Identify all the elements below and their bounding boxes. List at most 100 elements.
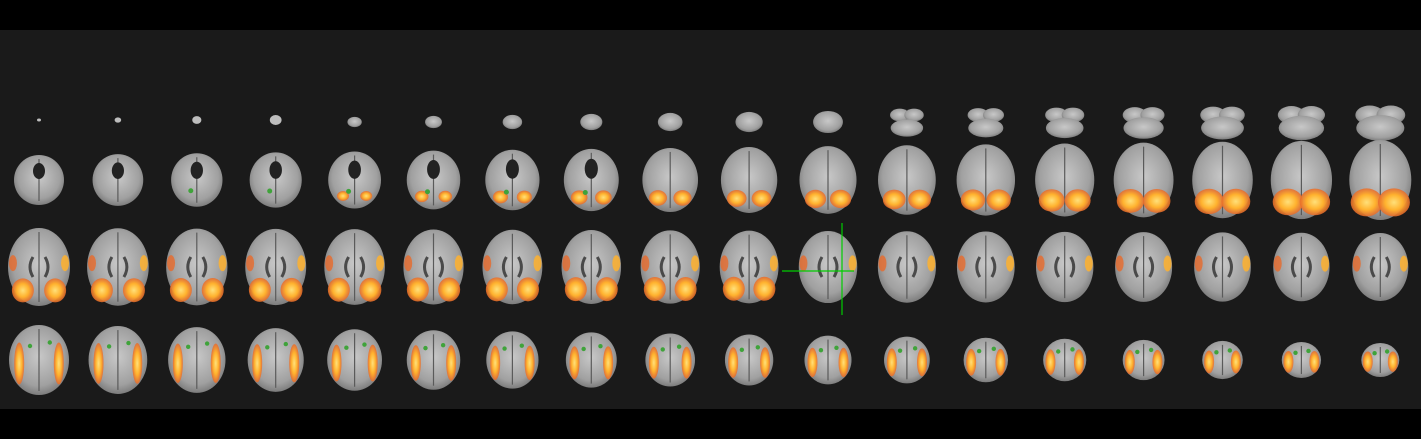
slice-tile[interactable] [245, 228, 307, 306]
activation-blob [1115, 255, 1124, 272]
slice-tile[interactable] [482, 229, 543, 305]
slice-tile[interactable] [1352, 233, 1409, 301]
brain-slice [813, 110, 843, 134]
slice-tile[interactable] [735, 111, 763, 133]
slice-tile[interactable] [406, 330, 461, 390]
slice-tile[interactable] [192, 116, 202, 124]
slice-tile[interactable] [166, 228, 228, 306]
slice-tile[interactable] [878, 145, 936, 215]
slice-tile[interactable] [247, 328, 304, 392]
slice-tile[interactable] [642, 147, 699, 213]
slice-tile[interactable] [561, 230, 622, 304]
slice-tile[interactable] [1035, 143, 1095, 217]
axial-slice-mosaic[interactable] [0, 30, 1421, 409]
slice-tile[interactable] [884, 336, 930, 384]
activation-blob [739, 347, 745, 353]
slice-tile[interactable] [403, 229, 464, 305]
slice-tile[interactable] [799, 146, 857, 214]
slice-tile[interactable] [657, 112, 683, 132]
activation-blob [438, 277, 461, 302]
activation-blob [1227, 348, 1233, 353]
slice-tile[interactable] [37, 118, 41, 122]
slice-tile[interactable] [324, 229, 385, 305]
activation-blob [106, 344, 112, 349]
ventricles [659, 256, 681, 278]
slice-tile[interactable] [640, 230, 700, 304]
slice-tile[interactable] [502, 114, 523, 130]
slice-tile[interactable] [486, 331, 539, 389]
slice-tile[interactable] [798, 230, 858, 304]
crosshair-cursor[interactable] [782, 223, 854, 315]
activation-blob [753, 276, 776, 301]
activation-blob [648, 346, 659, 379]
slice-tile[interactable] [804, 335, 852, 385]
slice-tile[interactable] [8, 228, 70, 306]
activation-blob [957, 255, 966, 272]
activation-blob [336, 190, 349, 201]
activation-blob [438, 190, 453, 203]
slice-tile[interactable] [347, 116, 362, 128]
slice-tile[interactable] [9, 325, 69, 395]
slice-tile[interactable] [406, 150, 461, 210]
slice-tile[interactable] [1043, 338, 1087, 382]
activation-blob [423, 345, 428, 351]
activation-blob [360, 190, 373, 201]
slice-tile[interactable] [1122, 107, 1165, 139]
activation-blob [132, 343, 143, 384]
slice-tile[interactable] [645, 333, 696, 387]
activation-blob [1143, 188, 1171, 213]
slice-tile[interactable] [1200, 106, 1245, 140]
brain-slice [37, 118, 41, 122]
slice-tile[interactable] [720, 147, 778, 213]
slice-tile[interactable] [1192, 141, 1253, 219]
slice-tile[interactable] [1349, 140, 1412, 220]
slice-tile[interactable] [890, 108, 924, 137]
slice-tile[interactable] [963, 337, 1009, 383]
slice-tile[interactable] [1277, 106, 1326, 141]
slice-tile[interactable] [269, 114, 282, 126]
slice-tile[interactable] [956, 231, 1015, 303]
slice-tile[interactable] [719, 230, 779, 304]
slice-tile[interactable] [1113, 142, 1174, 218]
slice-tile[interactable] [813, 110, 843, 134]
slice-tile[interactable] [580, 113, 603, 131]
activation-blob [908, 189, 931, 210]
slice-tile[interactable] [877, 231, 936, 303]
slice-tile[interactable] [1035, 231, 1094, 303]
slice-tile[interactable] [956, 144, 1016, 216]
slice-tile[interactable] [967, 108, 1005, 138]
slice-tile[interactable] [249, 152, 302, 208]
slice-tile[interactable] [565, 332, 617, 388]
slice-tile[interactable] [1361, 343, 1400, 377]
ventricles [423, 256, 444, 278]
slice-tile[interactable] [1270, 140, 1333, 220]
slice-tile[interactable] [1273, 232, 1330, 302]
activation-blob [569, 346, 580, 380]
slice-tile[interactable] [1045, 107, 1085, 139]
slice-tile[interactable] [114, 117, 122, 123]
slice-tile[interactable] [171, 153, 223, 207]
slice-tile[interactable] [327, 329, 383, 391]
slice-tile[interactable] [1355, 105, 1406, 141]
slice-tile[interactable] [88, 326, 148, 394]
slice-tile[interactable] [1115, 232, 1173, 302]
slice-tile[interactable] [92, 154, 144, 206]
slice-tile[interactable] [425, 115, 442, 129]
slice-tile[interactable] [724, 334, 774, 386]
slice-tile[interactable] [1194, 232, 1251, 302]
slice-tile[interactable] [168, 327, 226, 393]
brain-slice [890, 119, 924, 137]
slice-tile[interactable] [563, 148, 619, 212]
slice-tile[interactable] [1202, 340, 1243, 380]
slice-tile[interactable] [485, 149, 540, 211]
slice-tile[interactable] [14, 155, 64, 205]
slice-tile[interactable] [328, 151, 382, 209]
brain-slice [347, 116, 362, 128]
slice-tile[interactable] [1122, 339, 1165, 381]
mosaic-viewer[interactable] [0, 30, 1421, 409]
slice-tile[interactable] [87, 228, 149, 306]
activation-blob [252, 344, 263, 383]
activation-blob [14, 342, 25, 385]
activation-blob [376, 255, 385, 272]
slice-tile[interactable] [1281, 341, 1322, 379]
